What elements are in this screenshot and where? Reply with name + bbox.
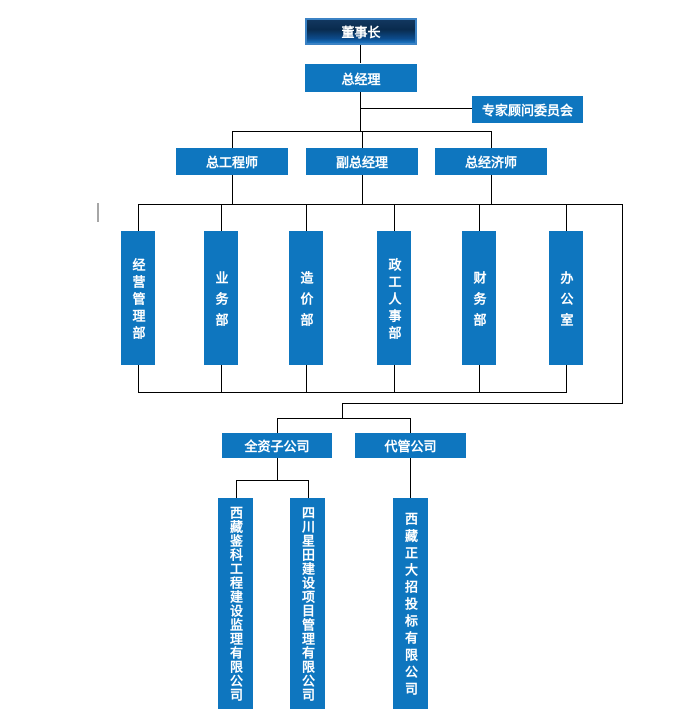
connector-line <box>236 480 237 498</box>
connector-line <box>410 458 411 498</box>
connector-line <box>306 365 307 392</box>
connector-line <box>232 175 233 205</box>
node-subsidiary-sichuan-xingtian: 四川星田建设项目管理有限公司 <box>290 498 325 709</box>
node-managed-tibet-zhengda: 西藏正大招投标有限公司 <box>393 498 428 709</box>
connector-line <box>479 365 480 392</box>
connector-line <box>491 175 492 205</box>
connector-line <box>566 204 567 231</box>
connector-line <box>342 403 343 419</box>
node-dept-political-personnel: 政工人事部 <box>377 231 411 365</box>
connector-line <box>236 480 309 481</box>
connector-line <box>277 418 278 433</box>
connector-line <box>138 204 139 231</box>
node-dept-cost-estimation: 造价部 <box>289 231 323 365</box>
connector-line <box>221 204 222 231</box>
connector-line <box>138 392 567 393</box>
node-dept-finance: 财务部 <box>462 231 496 365</box>
connector-line <box>308 480 309 498</box>
node-dept-business: 业务部 <box>204 231 238 365</box>
connector-line <box>491 131 492 148</box>
connector-line <box>138 365 139 392</box>
connector-line <box>362 175 363 205</box>
connector-line <box>479 204 480 231</box>
node-dept-office: 办公室 <box>549 231 583 365</box>
connector-line <box>360 108 472 109</box>
node-subsidiary-tibet-jianke: 西藏鉴科工程建设监理有限公司 <box>218 498 253 709</box>
connector-line <box>362 131 363 148</box>
stray-mark <box>97 203 99 222</box>
connector-line <box>277 418 411 419</box>
node-chief-economist: 总经济师 <box>435 148 547 175</box>
node-group-wholly-owned: 全资子公司 <box>222 433 332 458</box>
node-advisory-committee: 专家顾问委员会 <box>472 96 583 123</box>
node-general-manager: 总经理 <box>305 64 417 92</box>
connector-line <box>342 403 623 404</box>
connector-line <box>232 131 233 148</box>
connector-line <box>394 365 395 392</box>
node-deputy-general-manager: 副总经理 <box>306 148 418 175</box>
connector-line <box>360 45 361 63</box>
connector-line <box>566 365 567 392</box>
node-group-managed: 代管公司 <box>355 433 466 458</box>
connector-line <box>360 92 361 132</box>
connector-line <box>394 204 395 231</box>
connector-line <box>410 418 411 433</box>
connector-line <box>221 365 222 392</box>
connector-line <box>138 204 623 205</box>
connector-line <box>277 458 278 480</box>
connector-line <box>622 204 623 404</box>
node-dept-operations-management: 经营管理部 <box>121 231 155 365</box>
node-chairman: 董事长 <box>305 18 417 45</box>
connector-line <box>306 204 307 231</box>
node-chief-engineer: 总工程师 <box>176 148 288 175</box>
